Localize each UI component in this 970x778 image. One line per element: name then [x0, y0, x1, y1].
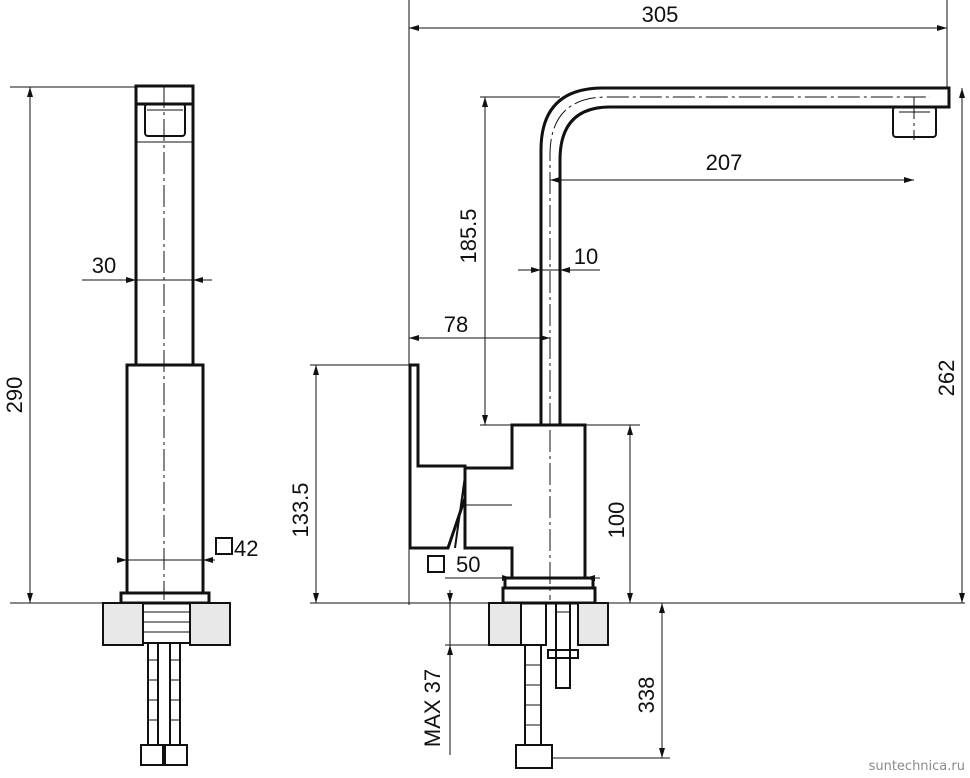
- dim-side-width: 30: [92, 253, 116, 278]
- dim-lever-offset: 78: [444, 312, 468, 337]
- dim-lever-height: 133.5: [288, 482, 313, 537]
- dim-side-height: 290: [2, 377, 27, 414]
- watermark: suntechnica.ru: [869, 759, 965, 774]
- dim-hose-length: 338: [634, 677, 659, 714]
- dim-spout-reach: 207: [706, 150, 743, 175]
- dim-total-height: 262: [934, 360, 959, 397]
- dim-base-square: 50: [456, 552, 480, 577]
- front-view: 305 185.5 207 10 78: [288, 0, 965, 769]
- dim-overall-width: 305: [642, 2, 679, 27]
- dim-side-square: 42: [234, 536, 258, 561]
- dim-spout-tube: 10: [574, 244, 598, 269]
- dim-spout-height: 185.5: [456, 208, 481, 263]
- dim-body-height: 100: [604, 502, 629, 539]
- side-view: 290 30 42: [2, 84, 258, 766]
- dim-counter-max: MAX 37: [420, 669, 445, 747]
